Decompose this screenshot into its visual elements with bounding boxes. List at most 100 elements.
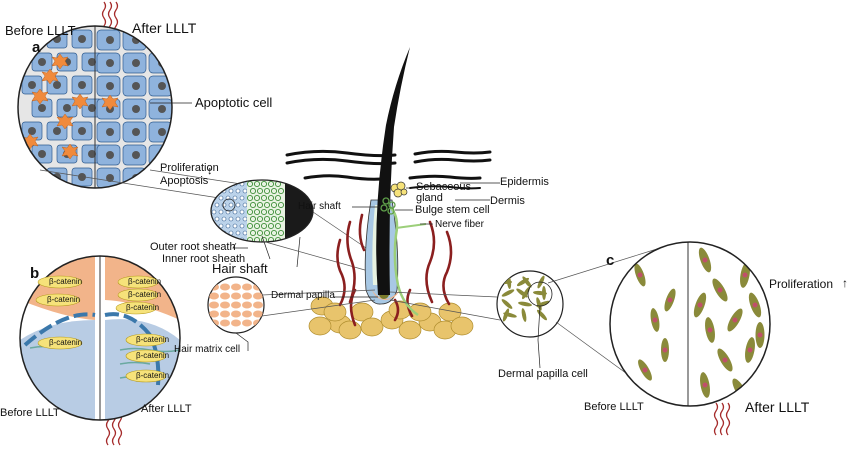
irs-cell	[260, 236, 268, 242]
matrix-cell	[253, 292, 263, 300]
dermal-papilla-cell-label: Dermal papilla cell	[498, 368, 588, 380]
matrix-cell	[242, 292, 252, 300]
beta-catenin-label-4: β-catenin	[128, 277, 162, 286]
arrow-up-icon: ↑	[842, 276, 848, 290]
beta-catenin-label-3: β-catenin	[49, 338, 83, 347]
dermal-fibers	[336, 213, 453, 327]
dp-cell-nucleus	[752, 302, 758, 308]
cell-nucleus	[132, 105, 140, 113]
irs-cell	[260, 194, 268, 202]
dermal-papilla-label: Dermal papilla	[271, 290, 335, 301]
cell-nucleus	[78, 127, 86, 135]
ors-cell	[214, 230, 220, 236]
dp-cell-nucleus	[667, 297, 673, 303]
cell-nucleus	[106, 128, 114, 136]
hair-matrix-circle	[207, 276, 265, 334]
sebaceous-gland	[390, 181, 408, 198]
irs-cell	[246, 236, 254, 242]
arrow-updown-icon: ↕	[207, 165, 213, 177]
ors-cell	[225, 223, 231, 229]
irs-cell	[260, 180, 268, 188]
apoptotic-cell-label: Apoptotic cell	[195, 95, 273, 110]
dp-cell-nucleus	[702, 257, 708, 263]
cell-nucleus	[106, 174, 114, 182]
apoptotic-cell	[101, 94, 119, 111]
dp-cell-nucleus	[742, 272, 748, 278]
after-lllt-label-b: After LLLT	[141, 403, 192, 415]
matrix-cell	[220, 292, 230, 300]
irs-cell	[253, 208, 261, 216]
dp-cell-nucleus	[637, 272, 643, 278]
dp-cell-nucleus	[757, 332, 763, 338]
ors-cell	[228, 216, 234, 222]
panel-c-letter: c	[606, 252, 615, 269]
cell-nucleus	[78, 35, 86, 43]
irs-cell	[277, 215, 285, 223]
cell-nucleus	[63, 104, 71, 112]
cell-nucleus	[53, 81, 61, 89]
matrix-cell	[231, 319, 241, 327]
cell-nucleus	[158, 82, 166, 90]
apoptotic-cell	[51, 53, 69, 70]
irs-cell	[277, 201, 285, 209]
cell-nucleus	[88, 104, 96, 112]
irs-cell	[274, 194, 282, 202]
ors-cell	[235, 230, 241, 236]
matrix-cell	[220, 319, 230, 327]
ors-cell	[228, 188, 234, 194]
nerve-fiber-branch	[395, 223, 427, 229]
cell-nucleus	[53, 127, 61, 135]
after-lllt-label-c: After LLLT	[745, 399, 810, 415]
irs-cell	[267, 194, 275, 202]
dermal-papilla-circle	[496, 270, 564, 338]
fat-cell	[438, 302, 462, 322]
epithelial-cell	[21, 167, 43, 187]
ors-cell	[221, 216, 227, 222]
nerve-fiber-label: Nerve fiber	[435, 219, 484, 230]
fat-cell	[360, 317, 384, 337]
fat-cell	[338, 320, 362, 340]
dp-cell	[518, 301, 532, 307]
bulge-stem-cells	[380, 197, 396, 215]
irs-cell	[263, 201, 271, 209]
beta-catenin-label-2: β-catenin	[47, 295, 81, 304]
ors-cell	[214, 202, 220, 208]
ors-cell	[235, 202, 241, 208]
dp-cell	[541, 286, 547, 300]
ors-cell	[232, 195, 238, 201]
beta-catenin-label-7: β-catenin	[136, 335, 170, 344]
ors-cell	[232, 223, 238, 229]
cell-nucleus	[132, 128, 140, 136]
after-lllt-label-a: After LLLT	[132, 20, 197, 36]
apoptotic-cell	[61, 143, 79, 160]
ors-cell	[235, 216, 241, 222]
bulge-stem-cell-label: Bulge stem cell	[415, 204, 490, 216]
cell-nucleus	[132, 59, 140, 67]
panel-b-letter: b	[30, 265, 40, 282]
matrix-cell	[231, 292, 241, 300]
dp-cell-nucleus	[642, 367, 648, 373]
dp-cell-nucleus	[722, 357, 728, 363]
irs-cell	[249, 187, 257, 195]
apoptosis-label-a: Apoptosis	[160, 175, 209, 187]
irs-cell	[256, 229, 264, 237]
dp-cell-nucleus	[732, 317, 738, 323]
dp-cell	[501, 299, 513, 309]
ors-cell	[242, 216, 248, 222]
irs-cell	[274, 222, 282, 230]
hair-shaft-label-top: Hair shaft	[298, 201, 341, 212]
irs-cell	[263, 215, 271, 223]
ors-cell	[225, 181, 231, 187]
beta-catenin-label-9: β-catenin	[136, 371, 170, 380]
cell-nucleus	[28, 127, 36, 135]
matrix-cell	[231, 310, 241, 318]
irs-cell	[270, 201, 278, 209]
apoptotic-cell	[56, 113, 74, 130]
cell-nucleus	[38, 58, 46, 66]
ors-cell	[235, 188, 241, 194]
matrix-cell	[209, 292, 219, 300]
beta-catenin-label-8: β-catenin	[136, 351, 170, 360]
fat-cell	[323, 302, 347, 322]
matrix-cell	[220, 310, 230, 318]
panel-a-letter: a	[32, 39, 41, 56]
